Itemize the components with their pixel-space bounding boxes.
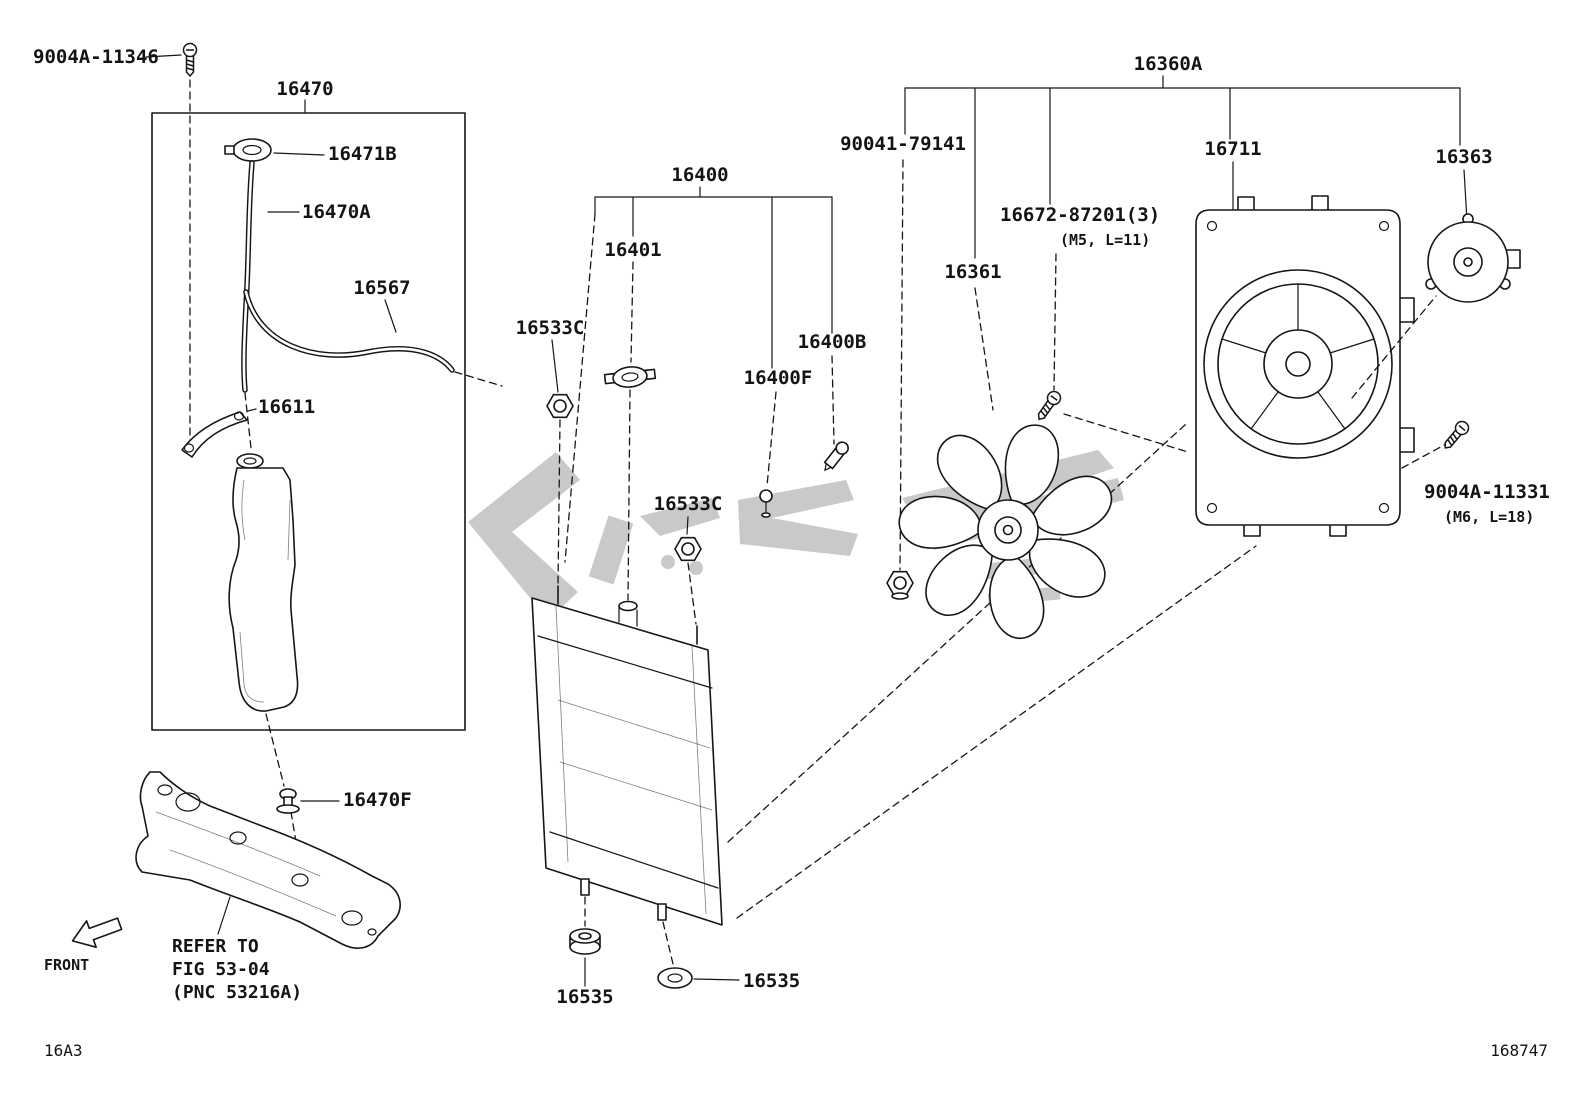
label-16361: 16361	[944, 261, 1001, 283]
bracket-16611-part	[181, 411, 248, 458]
label-16533c-upper: 16533C	[516, 317, 585, 339]
front-arrow-icon	[71, 917, 123, 949]
label-16401: 16401	[604, 239, 661, 261]
label-16470f: 16470F	[343, 789, 412, 811]
reservoir-cap-part	[224, 138, 272, 162]
label-16400: 16400	[671, 164, 728, 186]
note-refer-line1: REFER TO	[172, 936, 259, 957]
plug-16400f-part	[759, 489, 773, 518]
reservoir-tank-part	[228, 453, 299, 712]
alignment-line-lower	[736, 545, 1257, 919]
label-16470a: 16470A	[302, 201, 371, 223]
front-label: FRONT	[44, 956, 89, 974]
grommet-16535-left-part	[569, 928, 601, 955]
clip-16470f-part	[276, 788, 300, 814]
label-16672-spec: (M5, L=11)	[1060, 231, 1150, 249]
fan-assembly-section	[886, 75, 1521, 639]
radiator-section	[531, 186, 849, 989]
fan-shroud-part	[1195, 195, 1415, 537]
label-9004a-11331-spec: (M6, L=18)	[1444, 508, 1534, 526]
label-9004a-11331: 9004A-11331	[1424, 481, 1550, 503]
label-16400f: 16400F	[744, 367, 813, 389]
label-16567: 16567	[353, 277, 410, 299]
nut-16533c-lower-part	[674, 536, 702, 562]
label-16672-87201: 16672-87201(3)	[1000, 204, 1160, 226]
label-16711: 16711	[1204, 138, 1261, 160]
label-16360a: 16360A	[1134, 53, 1203, 75]
label-16400b: 16400B	[798, 331, 867, 353]
fan-blade-part	[898, 424, 1113, 639]
note-refer-line3: (PNC 53216A)	[172, 982, 302, 1003]
label-90041-79141: 90041-79141	[840, 133, 966, 155]
nut-16533c-upper-part	[546, 393, 574, 419]
page-code: 16A3	[44, 1041, 83, 1060]
label-16535-right: 16535	[743, 970, 800, 992]
label-16471b: 16471B	[328, 143, 397, 165]
radiator-body-part	[531, 585, 723, 926]
reservoir-assembly-box	[151, 112, 466, 731]
grommet-16535-right-part	[657, 967, 693, 989]
note-refer-line2: FIG 53-04	[172, 959, 270, 980]
figure-number: 168747	[1490, 1041, 1548, 1060]
nut-90041-79141-part	[886, 570, 914, 596]
reservoir-section	[145, 42, 503, 849]
radiator-cap-part	[603, 366, 657, 388]
label-16533c-lower: 16533C	[654, 493, 723, 515]
crossmember-part	[135, 771, 401, 949]
label-16611: 16611	[258, 396, 315, 418]
plug-16400b-part	[823, 441, 849, 472]
label-9004a-11346: 9004A-11346	[33, 46, 159, 68]
fan-motor-part	[1425, 213, 1521, 303]
label-16363: 16363	[1435, 146, 1492, 168]
labels-layer: 9004A-11346 16470 16471B 16470A 16567 16…	[33, 46, 1550, 1060]
label-16535-left: 16535	[556, 986, 613, 1008]
label-16470: 16470	[276, 78, 333, 100]
